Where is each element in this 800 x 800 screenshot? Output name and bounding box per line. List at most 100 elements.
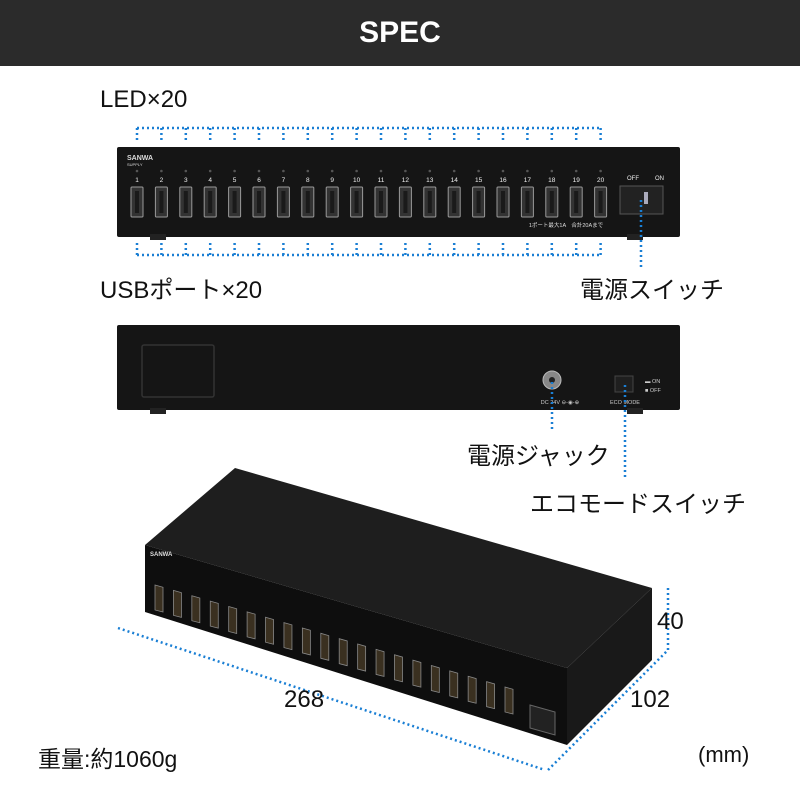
usb-port-3d	[486, 681, 495, 710]
eco-off-label: ■ OFF	[645, 388, 661, 394]
usb-port-tongue	[183, 191, 188, 213]
foot	[150, 408, 166, 414]
usb-port-tongue	[232, 191, 237, 213]
header-bar: SPEC	[0, 0, 800, 66]
usb-port-3d	[504, 686, 514, 715]
foot	[150, 234, 166, 240]
usb-port-tongue	[305, 191, 310, 213]
port-number: 5	[233, 177, 237, 184]
dimension-depth: 102	[630, 686, 671, 713]
port-number: 9	[330, 177, 334, 184]
rear-panel	[117, 325, 680, 410]
usb-port-3d	[265, 616, 274, 645]
led-indicator	[452, 169, 456, 173]
usb-port-3d	[246, 611, 256, 640]
port-number: 3	[184, 177, 188, 184]
eco-switch	[614, 375, 634, 393]
unit-text: (mm)	[698, 742, 750, 767]
led-indicator	[208, 169, 212, 173]
brand-logo-3d: SANWA	[150, 552, 173, 558]
led-indicator	[257, 169, 261, 173]
dc-jack-pin	[549, 377, 555, 383]
port-number: 17	[524, 177, 532, 184]
usb-port-3d	[430, 664, 440, 694]
port-number: 14	[451, 177, 459, 184]
dimension-height: 40	[657, 608, 684, 635]
led-indicator	[135, 169, 139, 173]
switch-off-label: OFF	[627, 176, 639, 182]
usb-port-3d	[228, 605, 238, 634]
port-number: 19	[573, 177, 581, 184]
device-front-face	[145, 545, 567, 745]
port-number: 16	[499, 177, 507, 184]
usb-port-3d	[283, 622, 293, 651]
usb-port-3d	[154, 584, 164, 613]
usb-port-tongue	[135, 191, 139, 213]
usb-port-tongue	[403, 191, 408, 213]
usb-port-3d	[191, 595, 201, 624]
brand-logo: SANWA	[127, 155, 153, 162]
port-number: 7	[282, 177, 286, 184]
led-indicator	[428, 169, 432, 173]
switch-on-label: ON	[655, 176, 664, 182]
usb-port-tongue	[574, 191, 579, 213]
usb-port-3d	[209, 600, 219, 629]
power-switch-rocker	[644, 192, 648, 204]
usb-port-tongue	[501, 191, 505, 213]
usb-port-tongue	[281, 191, 286, 213]
led-indicator	[574, 169, 578, 173]
port-number: 20	[597, 177, 605, 184]
led-indicator	[160, 169, 163, 173]
port-number: 1	[135, 177, 139, 184]
port-note: 1ポート最大1A 合計20Aまで	[529, 221, 604, 229]
led-indicator	[184, 169, 188, 173]
usb-port-tongue	[525, 191, 530, 213]
usb-port-tongue	[208, 191, 213, 213]
led-indicator	[477, 169, 480, 173]
port-number: 4	[208, 177, 212, 184]
usb-port-3d	[338, 638, 348, 667]
usb-port-3d	[357, 643, 367, 672]
device-side-face	[567, 588, 652, 745]
usb-port-tongue	[330, 191, 335, 213]
port-number: 15	[475, 177, 483, 184]
led-indicator	[233, 169, 236, 173]
usb-port-tongue	[452, 191, 457, 213]
power-switch-label: 電源スイッチ	[580, 277, 724, 304]
usb-port-3d	[394, 654, 403, 683]
usb-ports-label: USBポート×20	[100, 277, 263, 304]
usb-port-tongue	[354, 191, 359, 213]
dc-label: DC 24V ⊖-◉-⊕	[541, 400, 580, 406]
port-number: 18	[548, 177, 556, 184]
usb-port-tongue	[549, 191, 554, 213]
usb-port-3d	[320, 632, 330, 661]
led-indicator	[501, 169, 505, 173]
led-indicator	[330, 169, 334, 173]
port-number: 10	[353, 177, 361, 184]
rear-label-area	[141, 344, 215, 398]
led-indicator	[306, 169, 310, 173]
foot	[627, 234, 643, 240]
usb-port-3d	[412, 659, 422, 688]
eco-mode-label: ECO MODE	[610, 400, 640, 406]
led-indicator	[550, 169, 554, 173]
led-indicator	[404, 169, 407, 173]
led-indicator	[599, 169, 602, 173]
port-number: 13	[426, 177, 434, 184]
port-number: 8	[306, 177, 310, 184]
usb-port-3d	[449, 670, 459, 699]
usb-port-tongue	[476, 191, 481, 213]
port-number: 2	[160, 177, 164, 184]
port-number: 11	[378, 177, 385, 184]
port-number: 12	[402, 177, 410, 184]
foot	[627, 408, 643, 414]
usb-port-3d	[375, 648, 385, 677]
usb-port-tongue	[427, 191, 432, 213]
usb-port-tongue	[598, 191, 603, 213]
usb-port-tongue	[159, 191, 164, 213]
led-label: LED×20	[100, 86, 188, 113]
led-indicator	[379, 169, 383, 173]
usb-port-3d	[467, 675, 477, 704]
power-jack-label: 電源ジャック	[467, 443, 610, 470]
